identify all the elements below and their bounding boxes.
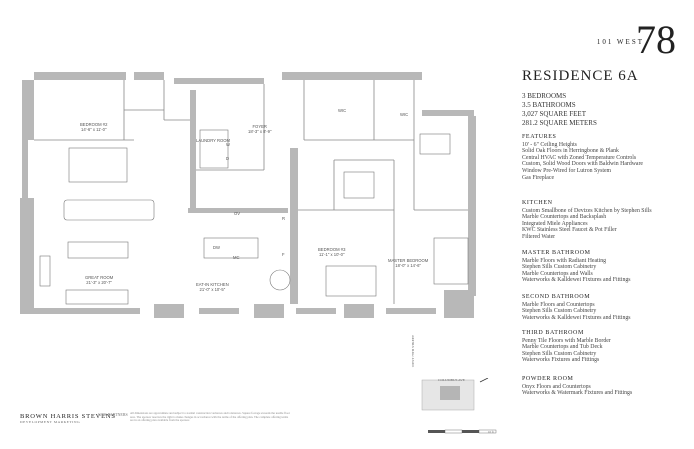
scale-bar: 0 10 ft [428,422,500,436]
refrigerator-label: R [282,216,286,221]
brand-logo: 101 WEST 78 [566,20,676,64]
second-bath-item: Waterworks & Kalldewei Fixtures and Fitt… [522,314,631,321]
powder-room-item: Waterworks & Watermark Fixtures and Fitt… [522,390,633,397]
room-name: FOYER [252,124,267,129]
feature-item: Solid Oak Floors in Herringbone & Plank [522,148,619,155]
second-bath-item: Marble Floors and Countertops [522,301,595,308]
stat-bathrooms: 3.5 BATHROOMS [522,101,576,109]
street-label-west-78th: WEST 78TH STREET [411,335,415,368]
furniture [39,129,469,305]
room-dim: 11'-1" x 10'-0" [319,252,345,257]
room-name: BEDROOM #2 [80,122,108,127]
floor-plan [20,72,476,318]
kitchen-item: Filtered Water [522,233,556,240]
scale-label-start: 0 [428,430,430,434]
kitchen-item: Integrated Miele Appliances [522,220,588,227]
key-plan [421,378,489,411]
scale-label-end: 10 ft [488,430,494,434]
room-name: MASTER BEDROOM [388,258,429,263]
room-label-master: MASTER BEDROOM 18'-0" x 14'-6" [388,258,428,268]
stat-bedrooms: 3 BEDROOMS [522,92,567,100]
section-heading: POWDER ROOM [522,376,574,382]
logo-subtext: DEVELOPMENT MARKETING [20,420,81,424]
freezer-label: F [282,252,285,257]
room-label-laundry: LAUNDRY ROOM [196,138,230,143]
section-heading: KITCHEN [522,200,553,206]
gtis-partners-logo: GTIS PARTNERS [98,412,128,417]
legal-disclaimer: All dimensions are approximate and subje… [130,411,290,423]
powder-room-item: Onyx Floors and Countertops [522,383,591,390]
street-label-columbus: COLUMBUS AVE [438,378,465,382]
room-label-bedroom2: BEDROOM #2 14'-6" x 11'-0" [80,122,107,132]
third-bath-item: Waterworks Fixtures and Fittings [522,357,600,364]
section-heading: MASTER BATHROOM [522,250,591,256]
room-dim: 21'-0" x 10'-5" [199,287,226,292]
feature-item: Window Pre-Wired for Lutron System [522,167,612,174]
dryer-label: D [226,156,230,161]
kitchen-item: Marble Countertops and Backsplash [522,214,607,221]
section-heading: SECOND BATHROOM [522,294,591,300]
room-dim: 18'-0" x 14'-6" [395,263,421,268]
room-label-wic1: WIC [338,108,347,113]
section-powder-room: POWDER ROOM Onyx Floors and Countertops … [522,376,632,397]
brand-number: 78 [636,17,676,62]
third-bath-item: Penny Tile Floors with Marble Border [522,337,611,344]
kitchen-item: Custom Smallbone of Devizes Kitchen by S… [522,207,652,214]
room-label-bedroom3: BEDROOM #3 11'-1" x 10'-0" [318,247,345,257]
oven-label: OV [234,211,241,216]
master-bath-item: Marble Countertops and Walls [522,270,593,277]
logo-text: BROWN HARRIS STEVENS [20,413,116,420]
feature-item: Central HVAC with Zoned Temperature Cont… [522,154,637,161]
kitchen-item: KWC Stainless Steel Faucet & Pot Filler [522,227,617,234]
scale-bar-graphic [428,429,497,434]
microwave-label: MC [233,255,240,260]
exterior-walls [20,72,476,318]
stat-square-feet: 3,027 SQUARE FEET [522,110,586,118]
room-label-kitchen: EAT-IN KITCHEN 21'-0" x 10'-5" [196,282,229,292]
interior-walls [34,80,468,304]
master-bath-item: Marble Floors with Radiant Heating [522,257,607,264]
room-name: GREAT ROOM [85,275,114,280]
room-label-wic2: WIC [400,112,409,117]
room-label-foyer: FOYER 18'-3" x 8'-9" [248,124,271,134]
stat-square-meters: 281.2 SQUARE METERS [522,119,597,127]
master-bath-item: Waterworks & Kalldewei Fixtures and Fitt… [522,277,631,284]
second-bath-item: Stephen Sills Custom Cabinetry [522,308,597,315]
brown-harris-stevens-logo: BROWN HARRIS STEVENS DEVELOPMENT MARKETI… [20,413,116,424]
section-third-bathroom: THIRD BATHROOM Penny Tile Floors with Ma… [522,330,611,364]
third-bath-item: Marble Countertops and Tub Deck [522,344,603,351]
residence-title: RESIDENCE 6A [522,68,639,84]
washer-label: W [226,142,230,147]
master-bath-item: Stephen Sills Custom Cabinetry [522,264,597,271]
feature-item: Custom, Solid Wood Doors with Baldwin Ha… [522,161,643,168]
section-master-bathroom: MASTER BATHROOM Marble Floors with Radia… [522,250,631,284]
room-label-great: GREAT ROOM 21'-3" x 20'-7" [85,275,113,285]
section-heading: FEATURES [522,134,557,140]
room-dim: 18'-3" x 8'-9" [248,129,272,134]
room-name: BEDROOM #3 [318,247,346,252]
section-kitchen: KITCHEN Custom Smallbone of Devizes Kitc… [522,200,652,241]
section-features: FEATURES 10' - 6" Ceiling Heights Solid … [522,134,643,181]
section-heading: THIRD BATHROOM [522,330,584,336]
third-bath-item: Stephen Sills Custom Cabinetry [522,350,597,357]
brand-text: 101 WEST [596,38,644,46]
section-second-bathroom: SECOND BATHROOM Marble Floors and Counte… [522,294,631,321]
room-dim: 14'-6" x 11'-0" [81,127,107,132]
residence-stats: 3 BEDROOMS 3.5 BATHROOMS 3,027 SQUARE FE… [522,92,597,128]
room-dim: 21'-3" x 20'-7" [86,280,112,285]
room-name: EAT-IN KITCHEN [196,282,229,287]
feature-item: Gas Fireplace [522,174,555,181]
feature-item: 10' - 6" Ceiling Heights [522,141,577,148]
dishwasher-label: DW [213,245,220,250]
room-name: LAUNDRY ROOM [196,138,231,143]
